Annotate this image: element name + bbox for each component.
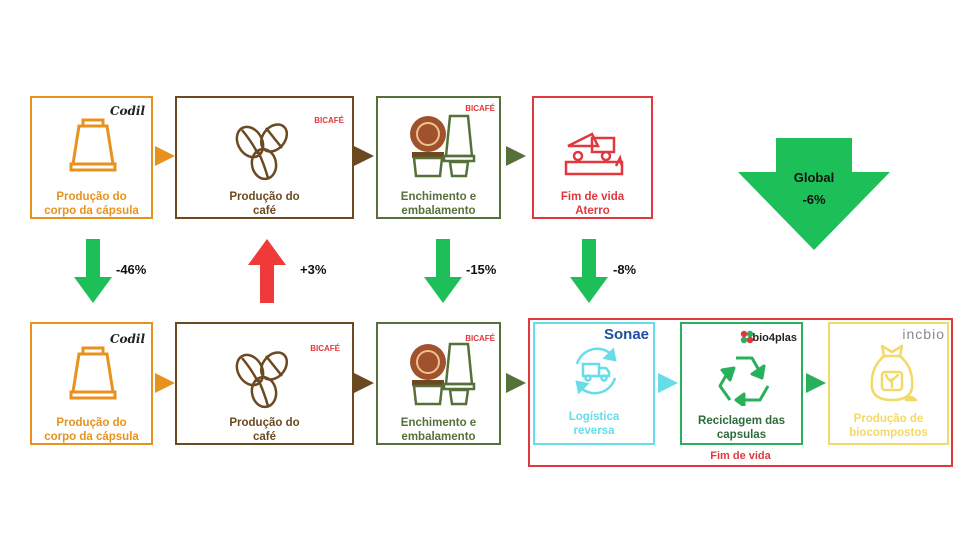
coffee-beans-icon — [235, 123, 289, 181]
logistics-box: Sonae Logística reversa — [533, 322, 655, 445]
capsule-body-down-arrow — [74, 239, 112, 303]
biocompost-box: incbio Produção de biocompostos — [828, 322, 949, 445]
top-filling-label: Enchimento e embalamento — [400, 191, 477, 217]
arrow-right-5 — [354, 373, 374, 393]
top-end-of-life-box: Fim de vida Aterro — [532, 96, 653, 219]
capsule-icon — [69, 118, 117, 172]
filling-down-arrow — [424, 239, 462, 303]
top-coffee-box: BICAFÉ Produção do café — [175, 96, 354, 219]
top-capsule-body-box: Codil Produção do corpo da cápsula — [30, 96, 153, 219]
landfill-truck-icon — [564, 132, 624, 176]
incbio-logo: incbio — [902, 326, 945, 342]
top-end-of-life-label: Fim de vida Aterro — [560, 191, 625, 217]
compost-bag-icon — [870, 344, 918, 402]
arrow-right-8 — [806, 373, 826, 393]
bicafe-logo: BICAFÉ — [314, 116, 344, 125]
bicafe-logo: BICAFÉ — [310, 344, 340, 353]
end-of-life-down-arrow — [570, 239, 608, 303]
top-capsule-body-label: Produção do corpo da cápsula — [44, 191, 139, 217]
arrow-right-7 — [658, 373, 678, 393]
bottom-coffee-box: BICAFÉ Produção do café — [175, 322, 354, 445]
top-coffee-label: Produção do café — [229, 191, 300, 217]
coffee-beans-icon — [235, 351, 289, 409]
codil-logo: Codil — [109, 104, 145, 118]
reverse-logistics-truck-icon — [575, 347, 617, 395]
biocompost-label: Produção de biocompostos — [849, 413, 928, 439]
arrow-right-1 — [155, 146, 175, 166]
global-label: Global — [793, 170, 835, 185]
coffee-capsules-icon — [410, 114, 476, 178]
arrow-right-3 — [506, 146, 526, 166]
bicafe-logo: BICAFÉ — [465, 104, 495, 113]
coffee-capsules-icon — [410, 342, 476, 406]
coffee-change: +3% — [300, 262, 327, 277]
recycling-label: Reciclagem das capsulas — [698, 415, 785, 441]
codil-logo: Codil — [109, 332, 145, 346]
clover-icon — [740, 330, 754, 344]
arrow-right-2 — [354, 146, 374, 166]
bottom-coffee-label: Produção do café — [229, 417, 300, 443]
coffee-up-arrow — [248, 239, 286, 303]
top-filling-box: BICAFÉ Enchimento e embalamento — [376, 96, 501, 219]
arrow-right-4 — [155, 373, 175, 393]
filling-change: -15% — [466, 262, 497, 277]
arrow-right-6 — [506, 373, 526, 393]
sonae-logo: Sonae — [603, 326, 649, 343]
bio4plas-logo: bio4plas — [752, 332, 797, 344]
global-value: -6% — [802, 192, 826, 207]
capsule-icon — [69, 346, 117, 400]
bottom-filling-box: BICAFÉ Enchimento e embalamento — [376, 322, 501, 445]
bottom-capsule-body-box: Codil Produção do corpo da cápsula — [30, 322, 153, 445]
capsule-body-change: -46% — [116, 262, 147, 277]
end-of-life-group: Fim de vida — [528, 318, 953, 467]
global-down-arrow — [738, 138, 890, 250]
end-of-life-change: -8% — [613, 262, 637, 277]
end-of-life-title: Fim de vida — [710, 450, 771, 462]
bottom-capsule-body-label: Produção do corpo da cápsula — [44, 417, 139, 443]
recycle-icon — [718, 356, 770, 406]
recycling-box: bio4plas Reciclagem das capsulas — [680, 322, 803, 445]
bottom-filling-label: Enchimento e embalamento — [400, 417, 477, 443]
logistics-label: Logística reversa — [568, 411, 620, 437]
bicafe-logo: BICAFÉ — [465, 334, 495, 343]
